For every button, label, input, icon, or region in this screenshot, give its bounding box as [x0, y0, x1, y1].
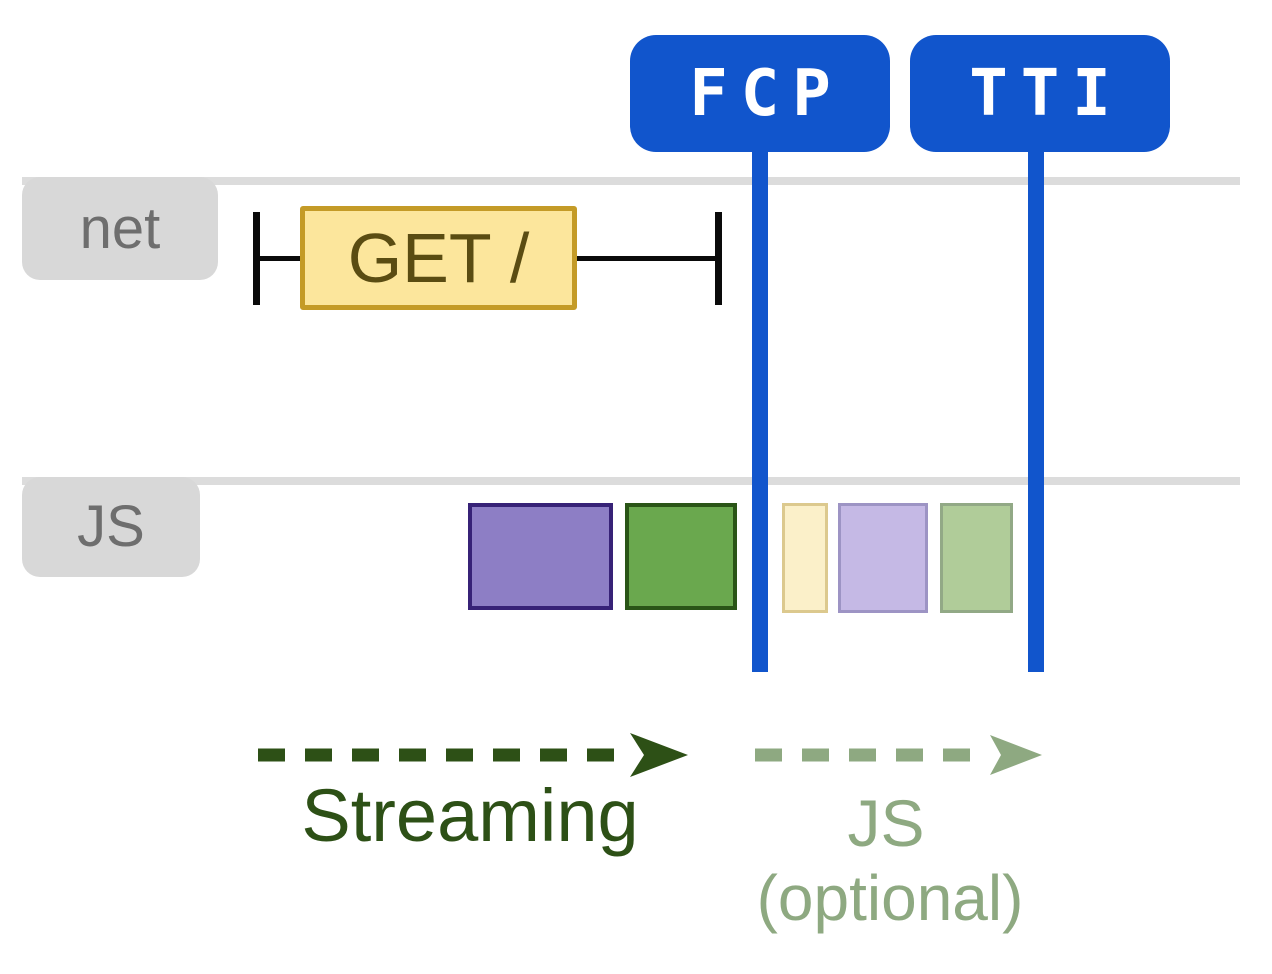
tti-marker-badge: TTI	[910, 35, 1170, 152]
tti-marker-label: TTI	[969, 56, 1124, 131]
phase-arrows	[258, 733, 1042, 777]
fcp-marker-label: FCP	[689, 56, 844, 131]
js-lane-label: JS	[77, 494, 145, 559]
fcp-marker-line	[752, 148, 768, 672]
tti-marker-line	[1028, 148, 1044, 672]
optional-js-label: JS	[847, 786, 925, 860]
streaming-label: Streaming	[301, 774, 639, 857]
js-lane-tab: JS	[22, 477, 200, 577]
fcp-marker-badge: FCP	[630, 35, 890, 152]
net-lane-label: net	[79, 195, 161, 261]
js-task-block-purple	[468, 503, 613, 610]
js-task-block-green-faded	[940, 503, 1013, 613]
get-request-box: GET /	[300, 206, 577, 310]
js-task-block-green	[625, 503, 737, 610]
js-task-block-yellow-faded	[782, 503, 828, 613]
optional-js-arrow	[755, 735, 1042, 775]
get-request-label: GET /	[347, 219, 530, 297]
streaming-arrowhead-icon	[630, 733, 688, 777]
request-whisker-cap-left	[253, 212, 260, 305]
streaming-arrow	[258, 733, 688, 777]
request-whisker-cap-right	[715, 212, 722, 305]
optional-js-arrowhead-icon	[990, 735, 1042, 775]
optional-suffix-label: (optional)	[756, 862, 1024, 934]
js-lane-line	[22, 477, 1240, 485]
net-lane-tab: net	[22, 177, 218, 280]
js-task-block-purple-faded	[838, 503, 928, 613]
net-lane-line	[22, 177, 1240, 185]
